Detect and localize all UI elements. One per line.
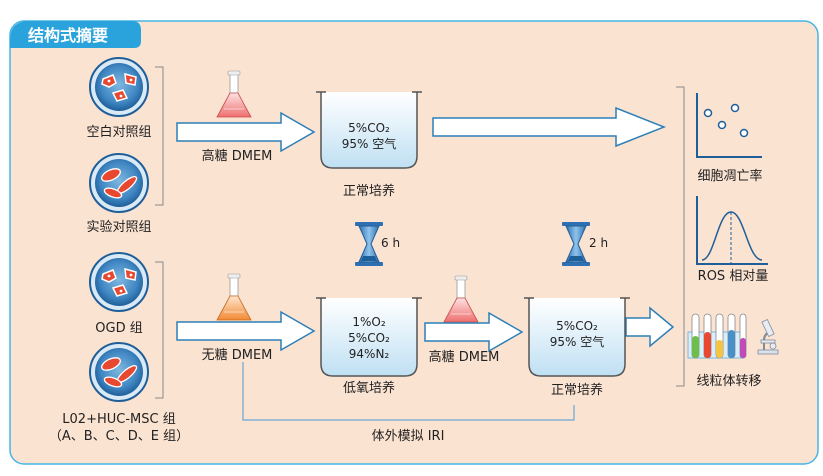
scatter-plot-icon (696, 93, 762, 158)
header-title: 结构式摘要 (27, 26, 108, 45)
media-label-high-glucose: 高糖 DMEM (202, 148, 273, 164)
bracket-outputs (676, 86, 685, 387)
arrow-right-icon (432, 106, 667, 148)
bell-curve-icon (696, 196, 768, 265)
beaker-caption: 正常培养 (551, 382, 603, 398)
arrow-right-icon (424, 311, 524, 353)
beaker-normal-culture (524, 297, 630, 377)
output-label-mito: 线粒体转移 (696, 374, 761, 389)
petri-dish-icon (89, 57, 149, 117)
group-label-l02-line1: L02+HUC-MSC 组 (62, 412, 175, 427)
arrow-right-icon (176, 310, 316, 352)
test-tubes-icon (687, 313, 747, 359)
media-label-high-glucose: 高糖 DMEM (429, 349, 500, 365)
hourglass-icon (355, 222, 383, 266)
erlenmeyer-flask-icon (216, 273, 252, 321)
beaker-normal-culture (316, 91, 422, 169)
group-label-ogd: OGD 组 (95, 321, 142, 336)
erlenmeyer-flask-icon (216, 70, 252, 118)
beaker-gas-line1: 1%O₂ (352, 315, 385, 329)
group-label-l02-line2: （A、B、C、D、E 组） (49, 429, 189, 444)
bracket-label-iri: 体外模拟 IRI (372, 429, 445, 444)
media-label-glucose-free: 无糖 DMEM (202, 347, 273, 363)
bracket-bottom-groups (155, 261, 164, 399)
beaker-gas-line2: 95% 空气 (550, 334, 605, 349)
bracket-in-vitro-iri (242, 362, 575, 421)
petri-dish-icon (89, 252, 149, 312)
beaker-gas-line2: 5%CO₂ (348, 331, 390, 345)
arrow-right-icon (625, 306, 675, 348)
timer-label: 2 h (589, 236, 608, 250)
group-label-blank: 空白对照组 (86, 124, 151, 140)
beaker-hypoxia-culture (316, 297, 422, 377)
arrow-right-icon (176, 111, 316, 153)
beaker-gas-line3: 94%N₂ (349, 347, 390, 361)
erlenmeyer-flask-icon (443, 275, 479, 323)
hourglass-icon (562, 222, 590, 266)
output-label-ros: ROS 相对量 (698, 269, 769, 284)
petri-dish-icon (89, 342, 149, 402)
beaker-caption: 低氧培养 (343, 380, 395, 396)
beaker-gas-line2: 95% 空气 (342, 136, 397, 151)
output-label-death-rate: 细胞凋亡率 (697, 168, 762, 184)
bracket-top-groups (155, 66, 164, 206)
beaker-caption: 正常培养 (343, 183, 395, 199)
beaker-gas-line1: 5%CO₂ (556, 319, 598, 333)
header-tab (10, 21, 141, 48)
beaker-gas-line1: 5%CO₂ (348, 121, 390, 135)
microscope-icon (757, 318, 779, 355)
petri-dish-icon (89, 153, 149, 213)
timer-label: 6 h (381, 236, 400, 250)
group-label-experimental: 实验对照组 (86, 219, 151, 235)
